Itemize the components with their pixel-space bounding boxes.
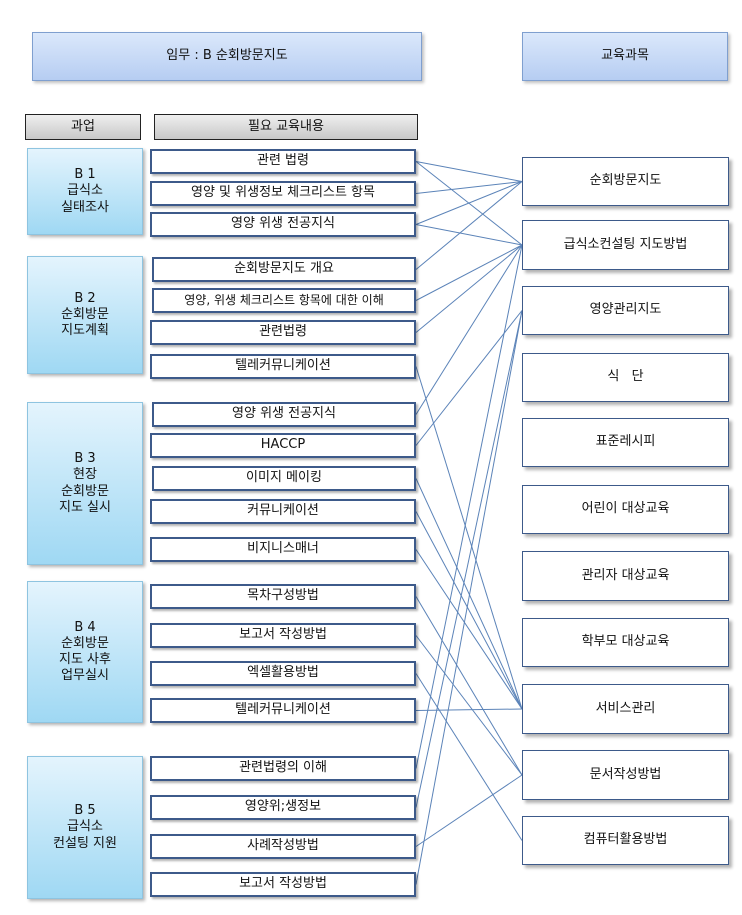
content-box: 비지니스매너 xyxy=(150,537,416,562)
link-line xyxy=(415,511,523,710)
task-line: 지도 실시 xyxy=(59,499,111,515)
content-box: 텔레커뮤니케이션 xyxy=(150,698,416,723)
link-line xyxy=(415,310,523,885)
task-line: 순회방문 xyxy=(61,306,109,322)
link-line xyxy=(415,478,523,710)
link-line xyxy=(415,635,523,776)
link-line xyxy=(415,244,523,415)
content-box: HACCP xyxy=(150,433,416,458)
task-box-b1: B 1 급식소 실태조사 xyxy=(27,148,143,235)
link-line xyxy=(415,549,523,710)
link-line xyxy=(415,310,523,808)
content-column-header: 필요 교육내용 xyxy=(154,114,418,140)
content-box: 이미지 메이킹 xyxy=(152,466,416,491)
task-box-b2: B 2 순회방문 지도계획 xyxy=(27,256,143,374)
content-box: 관련법령 xyxy=(150,320,416,345)
link-line xyxy=(415,244,523,301)
content-box: 관련 법령 xyxy=(150,149,416,174)
link-line xyxy=(415,596,523,776)
link-line xyxy=(415,224,523,246)
link-line xyxy=(415,181,523,270)
course-box: 문서작성방법 xyxy=(522,750,729,800)
content-box: 엑셀활용방법 xyxy=(150,661,416,686)
content-box: 영양 위생 전공지식 xyxy=(150,212,416,237)
task-line: 급식소 xyxy=(67,183,103,199)
content-box: 보고서 작성방법 xyxy=(150,623,416,648)
task-id: B 5 xyxy=(74,803,96,819)
course-box: 급식소컨설팅 지도방법 xyxy=(522,220,729,270)
task-line: 급식소 xyxy=(67,819,103,835)
content-box: 영양 및 위생정보 체크리스트 항목 xyxy=(150,181,416,206)
content-box: 영양위;생정보 xyxy=(150,795,416,820)
task-line: 지도계획 xyxy=(61,323,109,339)
link-line xyxy=(415,673,523,841)
course-box: 관리자 대상교육 xyxy=(522,551,729,601)
mission-header: 임무 : B 순회방문지도 xyxy=(32,32,422,81)
link-line xyxy=(415,244,523,333)
link-line xyxy=(415,708,523,711)
task-box-b5: B 5 급식소 컨설팅 지원 xyxy=(27,756,143,899)
link-line xyxy=(415,774,523,847)
content-box: 사례작성방법 xyxy=(150,834,416,859)
link-line xyxy=(415,366,523,710)
task-column-header: 과업 xyxy=(25,114,141,140)
link-line xyxy=(415,244,523,769)
content-box: 영양 위생 전공지식 xyxy=(152,402,416,427)
course-box: 표준레시피 xyxy=(522,418,729,467)
link-line xyxy=(415,310,523,446)
course-box: 어린이 대상교육 xyxy=(522,485,729,534)
task-id: B 4 xyxy=(74,619,96,635)
task-id: B 2 xyxy=(74,290,96,306)
task-line: 지도 사후 xyxy=(59,652,111,667)
content-box: 영양, 위생 체크리스트 항목에 대한 이해 xyxy=(152,288,416,313)
task-line: 순회방문 xyxy=(61,635,109,651)
course-box: 학부모 대상교육 xyxy=(522,618,729,667)
course-header: 교육과목 xyxy=(522,32,728,81)
course-box: 영양관리지도 xyxy=(522,286,729,335)
task-id: B 3 xyxy=(74,451,96,466)
content-box: 순회방문지도 개요 xyxy=(152,257,416,282)
task-line: 컨설팅 지원 xyxy=(53,835,117,851)
task-line: 순회방문 xyxy=(61,483,109,499)
content-box: 텔레커뮤니케이션 xyxy=(150,354,416,379)
task-line: 현장 xyxy=(73,467,97,483)
link-line xyxy=(415,181,523,225)
task-line: 실태조사 xyxy=(61,199,109,215)
task-line: 업무실시 xyxy=(61,668,109,684)
content-box: 목차구성방법 xyxy=(150,584,416,609)
task-id: B 1 xyxy=(74,167,96,183)
course-box: 서비스관리 xyxy=(522,684,729,734)
course-box: 식 단 xyxy=(522,353,729,402)
task-box-b3: B 3 현장 순회방문 지도 실시 xyxy=(27,402,143,565)
course-box: 컴퓨터활용방법 xyxy=(522,816,729,865)
course-box: 순회방문지도 xyxy=(522,157,729,206)
link-line xyxy=(415,181,523,194)
content-box: 관련법령의 이해 xyxy=(150,756,416,781)
link-line xyxy=(415,161,523,182)
content-box: 보고서 작성방법 xyxy=(150,872,416,897)
content-box: 커뮤니케이션 xyxy=(150,499,416,524)
task-box-b4: B 4 순회방문 지도 사후 업무실시 xyxy=(27,581,143,723)
